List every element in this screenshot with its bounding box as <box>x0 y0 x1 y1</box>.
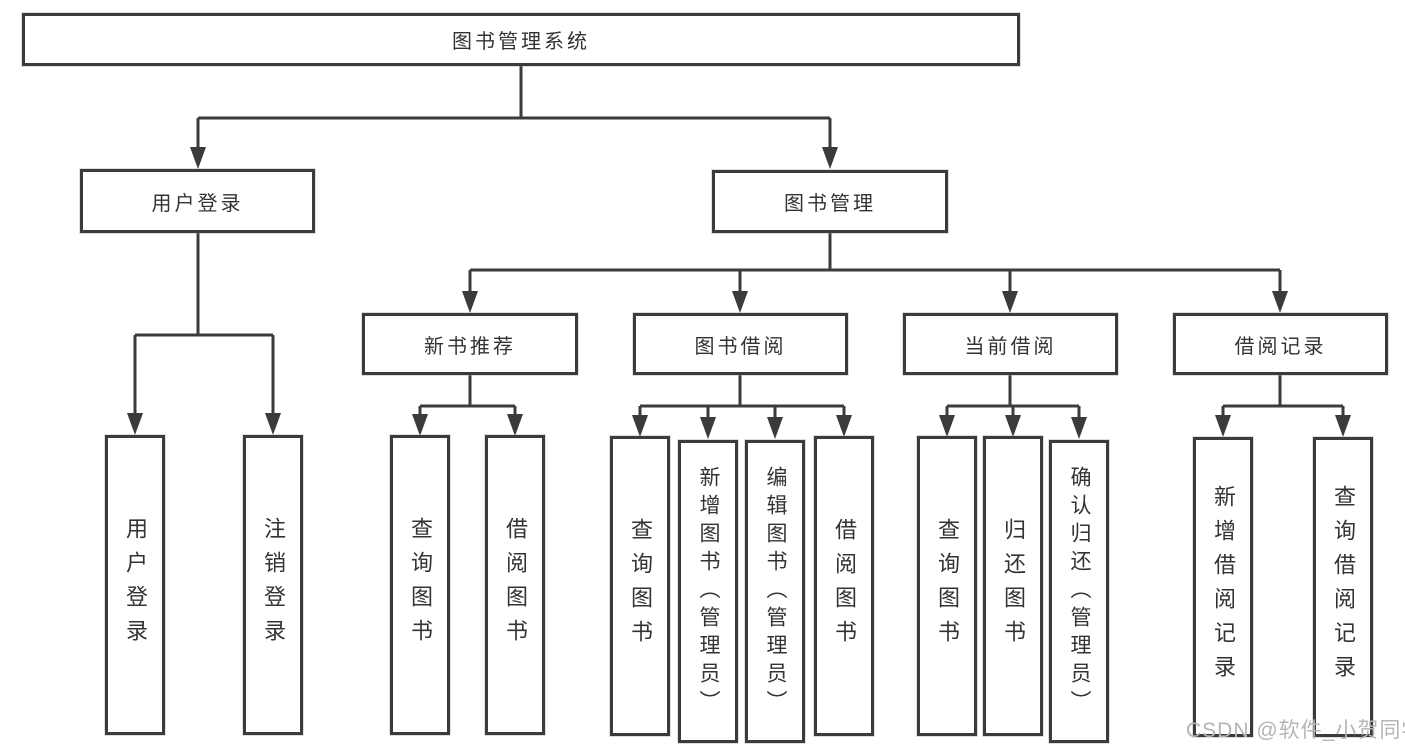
leaf-borrow-books-recommend-label: 借阅图书 <box>503 517 528 653</box>
node-user-login-label: 用户登录 <box>151 192 244 215</box>
leaf-query-books-recommend: 查询图书 <box>390 435 450 735</box>
leaf-add-book-admin: 新增图书（管理员） <box>678 440 738 743</box>
node-user-login: 用户登录 <box>80 169 315 233</box>
node-current-borrow: 当前借阅 <box>903 313 1118 375</box>
leaf-query-books-recommend-label: 查询图书 <box>408 517 433 653</box>
leaf-query-books-borrow: 查询图书 <box>610 436 670 736</box>
leaf-query-books-current-label: 查询图书 <box>935 518 960 654</box>
leaf-query-borrow-record-label: 查询借阅记录 <box>1331 485 1356 689</box>
node-root-label: 图书管理系统 <box>452 31 590 53</box>
node-current-borrow-label: 当前借阅 <box>964 335 1057 358</box>
node-book-management: 图书管理 <box>712 170 948 233</box>
node-borrow-records-label: 借阅记录 <box>1234 335 1327 358</box>
leaf-logout-label: 注销登录 <box>261 517 286 653</box>
node-book-management-label: 图书管理 <box>784 193 876 215</box>
leaf-user-login: 用户登录 <box>105 435 165 735</box>
leaf-query-borrow-record: 查询借阅记录 <box>1313 437 1373 737</box>
node-new-book-recommend: 新书推荐 <box>362 313 578 375</box>
leaf-edit-book-admin: 编辑图书（管理员） <box>745 440 805 743</box>
node-new-book-recommend-label: 新书推荐 <box>424 335 516 358</box>
node-book-borrow: 图书借阅 <box>633 313 848 375</box>
leaf-borrow-books-recommend: 借阅图书 <box>485 435 545 735</box>
leaf-add-borrow-record-label: 新增借阅记录 <box>1211 485 1236 689</box>
leaf-confirm-return-admin: 确认归还（管理员） <box>1049 440 1109 743</box>
leaf-confirm-return-admin-label: 确认归还（管理员） <box>1068 465 1091 718</box>
leaf-query-books-current: 查询图书 <box>917 436 977 736</box>
leaf-borrow-books-borrow-label: 借阅图书 <box>832 518 857 654</box>
leaf-return-books: 归还图书 <box>983 436 1043 736</box>
node-borrow-records: 借阅记录 <box>1173 313 1388 375</box>
leaf-user-login-label: 用户登录 <box>123 517 148 653</box>
node-root: 图书管理系统 <box>22 13 1020 66</box>
leaf-logout: 注销登录 <box>243 435 303 735</box>
node-book-borrow-label: 图书借阅 <box>694 335 787 358</box>
leaf-borrow-books-borrow: 借阅图书 <box>814 436 874 736</box>
watermark: CSDN @软件_小贺同学 <box>1186 719 1405 742</box>
leaf-add-book-admin-label: 新增图书（管理员） <box>697 465 720 718</box>
leaf-return-books-label: 归还图书 <box>1001 518 1026 654</box>
leaf-query-books-borrow-label: 查询图书 <box>628 518 653 654</box>
leaf-add-borrow-record: 新增借阅记录 <box>1193 437 1253 737</box>
leaf-edit-book-admin-label: 编辑图书（管理员） <box>764 465 787 718</box>
